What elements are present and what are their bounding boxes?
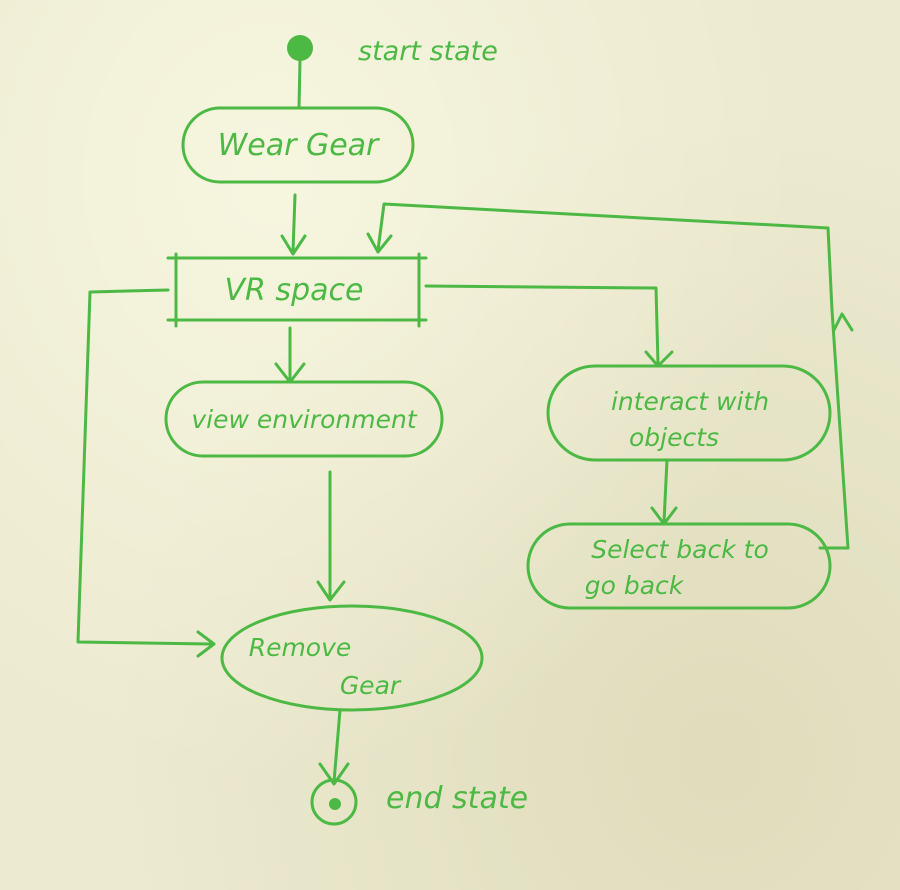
edge-vr-to-remove-arrowhead — [196, 630, 216, 658]
interact-objects-node — [546, 364, 832, 462]
vr-space-label: VR space — [225, 273, 364, 308]
edge-vr-to-remove — [76, 288, 212, 646]
edge-start-to-wear — [297, 58, 302, 110]
select-back-label-line1: Select back to — [591, 535, 769, 564]
end-state-node — [310, 778, 358, 826]
select-back-node — [526, 522, 832, 610]
edge-loop-back-right — [818, 226, 850, 550]
interact-objects-label-line2: objects — [629, 423, 719, 452]
edge-remove-to-end — [332, 708, 342, 784]
edge-vr-to-interact — [424, 284, 660, 366]
remove-gear-label-line2: Gear — [340, 671, 402, 700]
wear-gear-node — [181, 106, 415, 184]
edge-loop-back-up-arrowhead — [832, 312, 854, 332]
start-state-node — [287, 35, 313, 61]
select-back-label-line2: go back — [585, 571, 685, 600]
edge-remove-to-end-arrowhead — [318, 762, 350, 786]
edge-loop-back-top — [376, 202, 830, 252]
remove-gear-label-line1: Remove — [249, 633, 352, 662]
remove-gear-node — [220, 604, 484, 712]
interact-objects-label-line1: interact with — [611, 387, 769, 416]
end-state-label: end state — [386, 781, 528, 816]
edge-view-to-remove-arrowhead — [316, 580, 346, 602]
view-environment-node — [164, 380, 444, 458]
view-environment-label: view environment — [191, 405, 417, 434]
start-state-label: start state — [358, 36, 498, 67]
wear-gear-label: Wear Gear — [218, 128, 380, 163]
end-state-inner-dot — [329, 798, 341, 810]
edge-wear-to-vr — [291, 193, 297, 254]
edge-loop-back-arrowhead — [366, 232, 393, 254]
edge-interact-to-select — [662, 458, 669, 524]
edge-wear-to-vr-arrowhead — [280, 234, 307, 256]
